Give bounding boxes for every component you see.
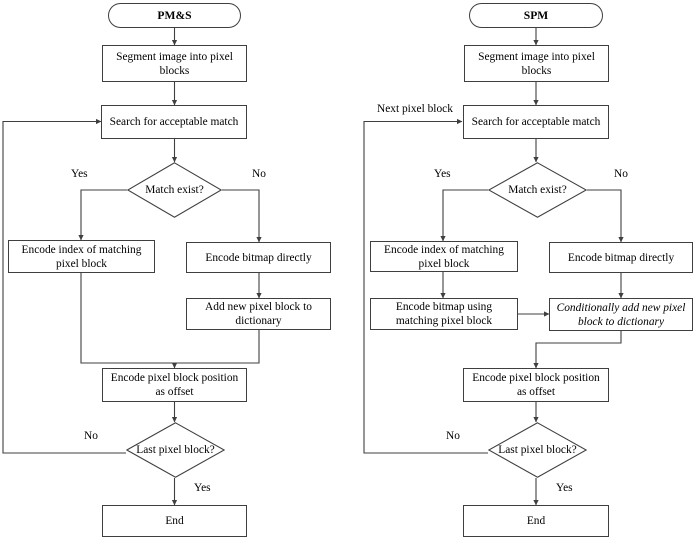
right-encode-bitmap-box: Encode bitmap directly xyxy=(549,242,693,273)
right-conditionally-add-box: Conditionally add new pixel block to dic… xyxy=(549,298,693,331)
right-last-diamond-shape xyxy=(488,422,587,478)
left-start-label: PM&S xyxy=(157,8,192,22)
left-end-label: End xyxy=(165,515,184,527)
left-last-label: Last pixel block? xyxy=(136,444,214,457)
left-no-label: No xyxy=(252,168,266,180)
left-match-label: Match exist? xyxy=(145,183,204,196)
right-segment-box: Segment image into pixel blocks xyxy=(464,45,609,82)
left-last-decision: Last pixel block? xyxy=(126,422,225,478)
left-loop-no-label: No xyxy=(84,430,98,442)
left-match-decision: Match exist? xyxy=(127,162,222,218)
right-encode-index-label: Encode index of matching pixel block xyxy=(384,243,504,270)
right-end-box: End xyxy=(463,505,609,537)
left-last-diamond-shape xyxy=(126,422,225,478)
left-encode-index-box: Encode index of matching pixel block xyxy=(8,240,155,273)
right-encode-bitmap-using-label: Encode bitmap using matching pixel block xyxy=(395,301,493,327)
left-add-block-label: Add new pixel block to dictionary xyxy=(205,301,312,327)
right-encode-bitmap-using-box: Encode bitmap using matching pixel block xyxy=(370,298,518,330)
left-segment-label: Segment image into pixel blocks xyxy=(116,50,233,77)
left-yes-label: Yes xyxy=(71,168,88,180)
right-conditionally-add-label: Conditionally add new pixel block to dic… xyxy=(556,301,686,328)
left-end-box: End xyxy=(102,505,247,537)
right-start-terminator: SPM xyxy=(469,3,603,28)
left-encode-offset-label: Encode pixel block position as offset xyxy=(110,372,239,398)
right-encode-index-box: Encode index of matching pixel block xyxy=(370,241,518,272)
left-start-terminator: PM&S xyxy=(108,3,241,28)
right-start-label: SPM xyxy=(523,8,549,22)
right-search-label: Search for acceptable match xyxy=(471,116,601,128)
left-search-box: Search for acceptable match xyxy=(101,105,247,139)
right-match-decision: Match exist? xyxy=(488,162,587,218)
left-encode-bitmap-box: Encode bitmap directly xyxy=(186,242,331,273)
right-loop-no-label: No xyxy=(446,430,460,442)
right-encode-offset-label: Encode pixel block position as offset xyxy=(472,372,600,398)
right-last-decision: Last pixel block? xyxy=(488,422,587,478)
right-next-block-label: Next pixel block xyxy=(377,103,453,115)
right-match-label: Match exist? xyxy=(508,183,567,196)
left-last-text: Last pixel block? xyxy=(136,443,215,456)
left-last-yes-label: Yes xyxy=(194,482,211,494)
right-encode-bitmap-label: Encode bitmap directly xyxy=(567,251,675,264)
right-last-label: Last pixel block? xyxy=(498,444,576,457)
left-encode-offset-box: Encode pixel block position as offset xyxy=(102,368,247,402)
left-segment-box: Segment image into pixel blocks xyxy=(102,45,247,82)
left-add-block-box: Add new pixel block to dictionary xyxy=(186,298,331,330)
right-match-diamond-shape xyxy=(488,162,587,218)
right-search-box: Search for acceptable match xyxy=(463,105,609,139)
left-search-label: Search for acceptable match xyxy=(109,116,239,128)
right-encode-offset-box: Encode pixel block position as offset xyxy=(463,368,609,402)
right-end-label: End xyxy=(526,515,546,527)
left-encode-index-label: Encode index of matching pixel block xyxy=(21,243,142,270)
right-no-label: No xyxy=(614,168,628,180)
left-encode-bitmap-label: Encode bitmap directly xyxy=(205,251,312,264)
right-last-yes-label: Yes xyxy=(556,482,573,494)
right-last-text: Last pixel block? xyxy=(498,443,577,456)
left-match-diamond-shape xyxy=(127,162,222,218)
right-yes-label: Yes xyxy=(434,168,451,180)
right-segment-label: Segment image into pixel blocks xyxy=(478,50,595,77)
